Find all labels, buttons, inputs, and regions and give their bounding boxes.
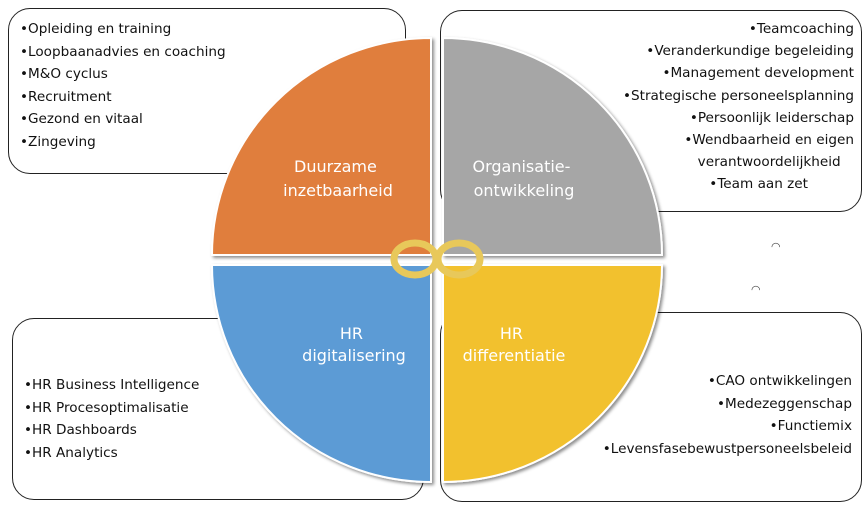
list-item: •HR Procesoptimalisatie — [24, 399, 189, 416]
list-item: •Management development — [662, 65, 854, 82]
quadrant-organisatieontwikkeling — [442, 36, 664, 256]
decorative-mark-icon: ◠ — [771, 240, 781, 253]
list-item: •Opleiding en training — [20, 21, 172, 37]
list-organisatieontwikkeling: •Teamcoaching •Veranderkundige begeleidi… — [623, 18, 854, 196]
list-item: •Gezond en vitaal — [20, 111, 143, 128]
list-hr-digitalisering: •HR Business Intelligence •HR Procesopti… — [24, 374, 199, 464]
list-item: •CAO ontwikkelingen — [707, 373, 852, 389]
wrapped-item-text: •Wendbaarheid en eigen verantwoordelijkh… — [684, 129, 854, 173]
label-line: ontwikkeling — [474, 181, 575, 200]
quadrant-hr-differentiatie — [442, 264, 664, 484]
quadrant-duurzame-inzetbaarheid — [210, 36, 432, 256]
list-item: •Loopbaanadvies en coaching — [20, 43, 226, 60]
list-item: •Teamcoaching — [748, 21, 854, 37]
label-line: HR — [500, 324, 523, 343]
label-line: inzetbaarheid — [283, 181, 393, 200]
quadrant-label-organisatieontwikkeling: Organisatie- ontwikkeling — [472, 157, 575, 200]
list-item: •Recruitment — [20, 88, 112, 105]
wrapped-item-line-2: verantwoordelijkheid — [697, 154, 841, 171]
quadrant-label-hr-differentiatie: HR differentiatie — [463, 324, 566, 365]
label-line: HR — [340, 324, 363, 343]
label-line: Organisatie- — [472, 157, 570, 176]
label-line: differentiatie — [463, 346, 566, 365]
decorative-mark-icon: ◠ — [751, 283, 761, 296]
list-item: •Persoonlijk leiderschap — [689, 109, 854, 126]
list-item: •Strategische personeelsplanning — [622, 87, 854, 104]
list-item: •Medezeggenschap — [717, 395, 852, 412]
quadrant-label-hr-digitalisering: HR digitalisering — [302, 324, 406, 365]
list-item: •HR Business Intelligence — [24, 377, 200, 393]
list-item: •Team aan zet — [709, 176, 808, 193]
label-line: digitalisering — [302, 346, 406, 365]
quadrant-hr-digitalisering — [210, 264, 432, 484]
list-item: •HR Dashboards — [24, 422, 137, 439]
label-line: Duurzame — [294, 157, 377, 176]
infinity-icon — [390, 239, 484, 279]
list-item: •Levensfasebewustpersoneelsbeleid — [602, 440, 852, 457]
quadrant-label-duurzame-inzetbaarheid: Duurzame inzetbaarheid — [283, 157, 393, 200]
list-hr-differentiatie: •CAO ontwikkelingen •Medezeggenschap •Fu… — [603, 370, 852, 460]
list-item: •Veranderkundige begeleiding — [646, 43, 854, 60]
list-item: •Zingeving — [20, 133, 96, 150]
list-item: •Functiemix — [769, 418, 852, 435]
list-item: •HR Analytics — [24, 444, 118, 461]
list-item-wrapped: •Wendbaarheid en eigen verantwoordelijkh… — [623, 129, 854, 173]
list-item: •M&O cyclus — [20, 66, 108, 83]
wrapped-item-line-1: •Wendbaarheid en eigen — [684, 132, 854, 149]
list-duurzame-inzetbaarheid: •Opleiding en training •Loopbaanadvies e… — [20, 18, 226, 154]
